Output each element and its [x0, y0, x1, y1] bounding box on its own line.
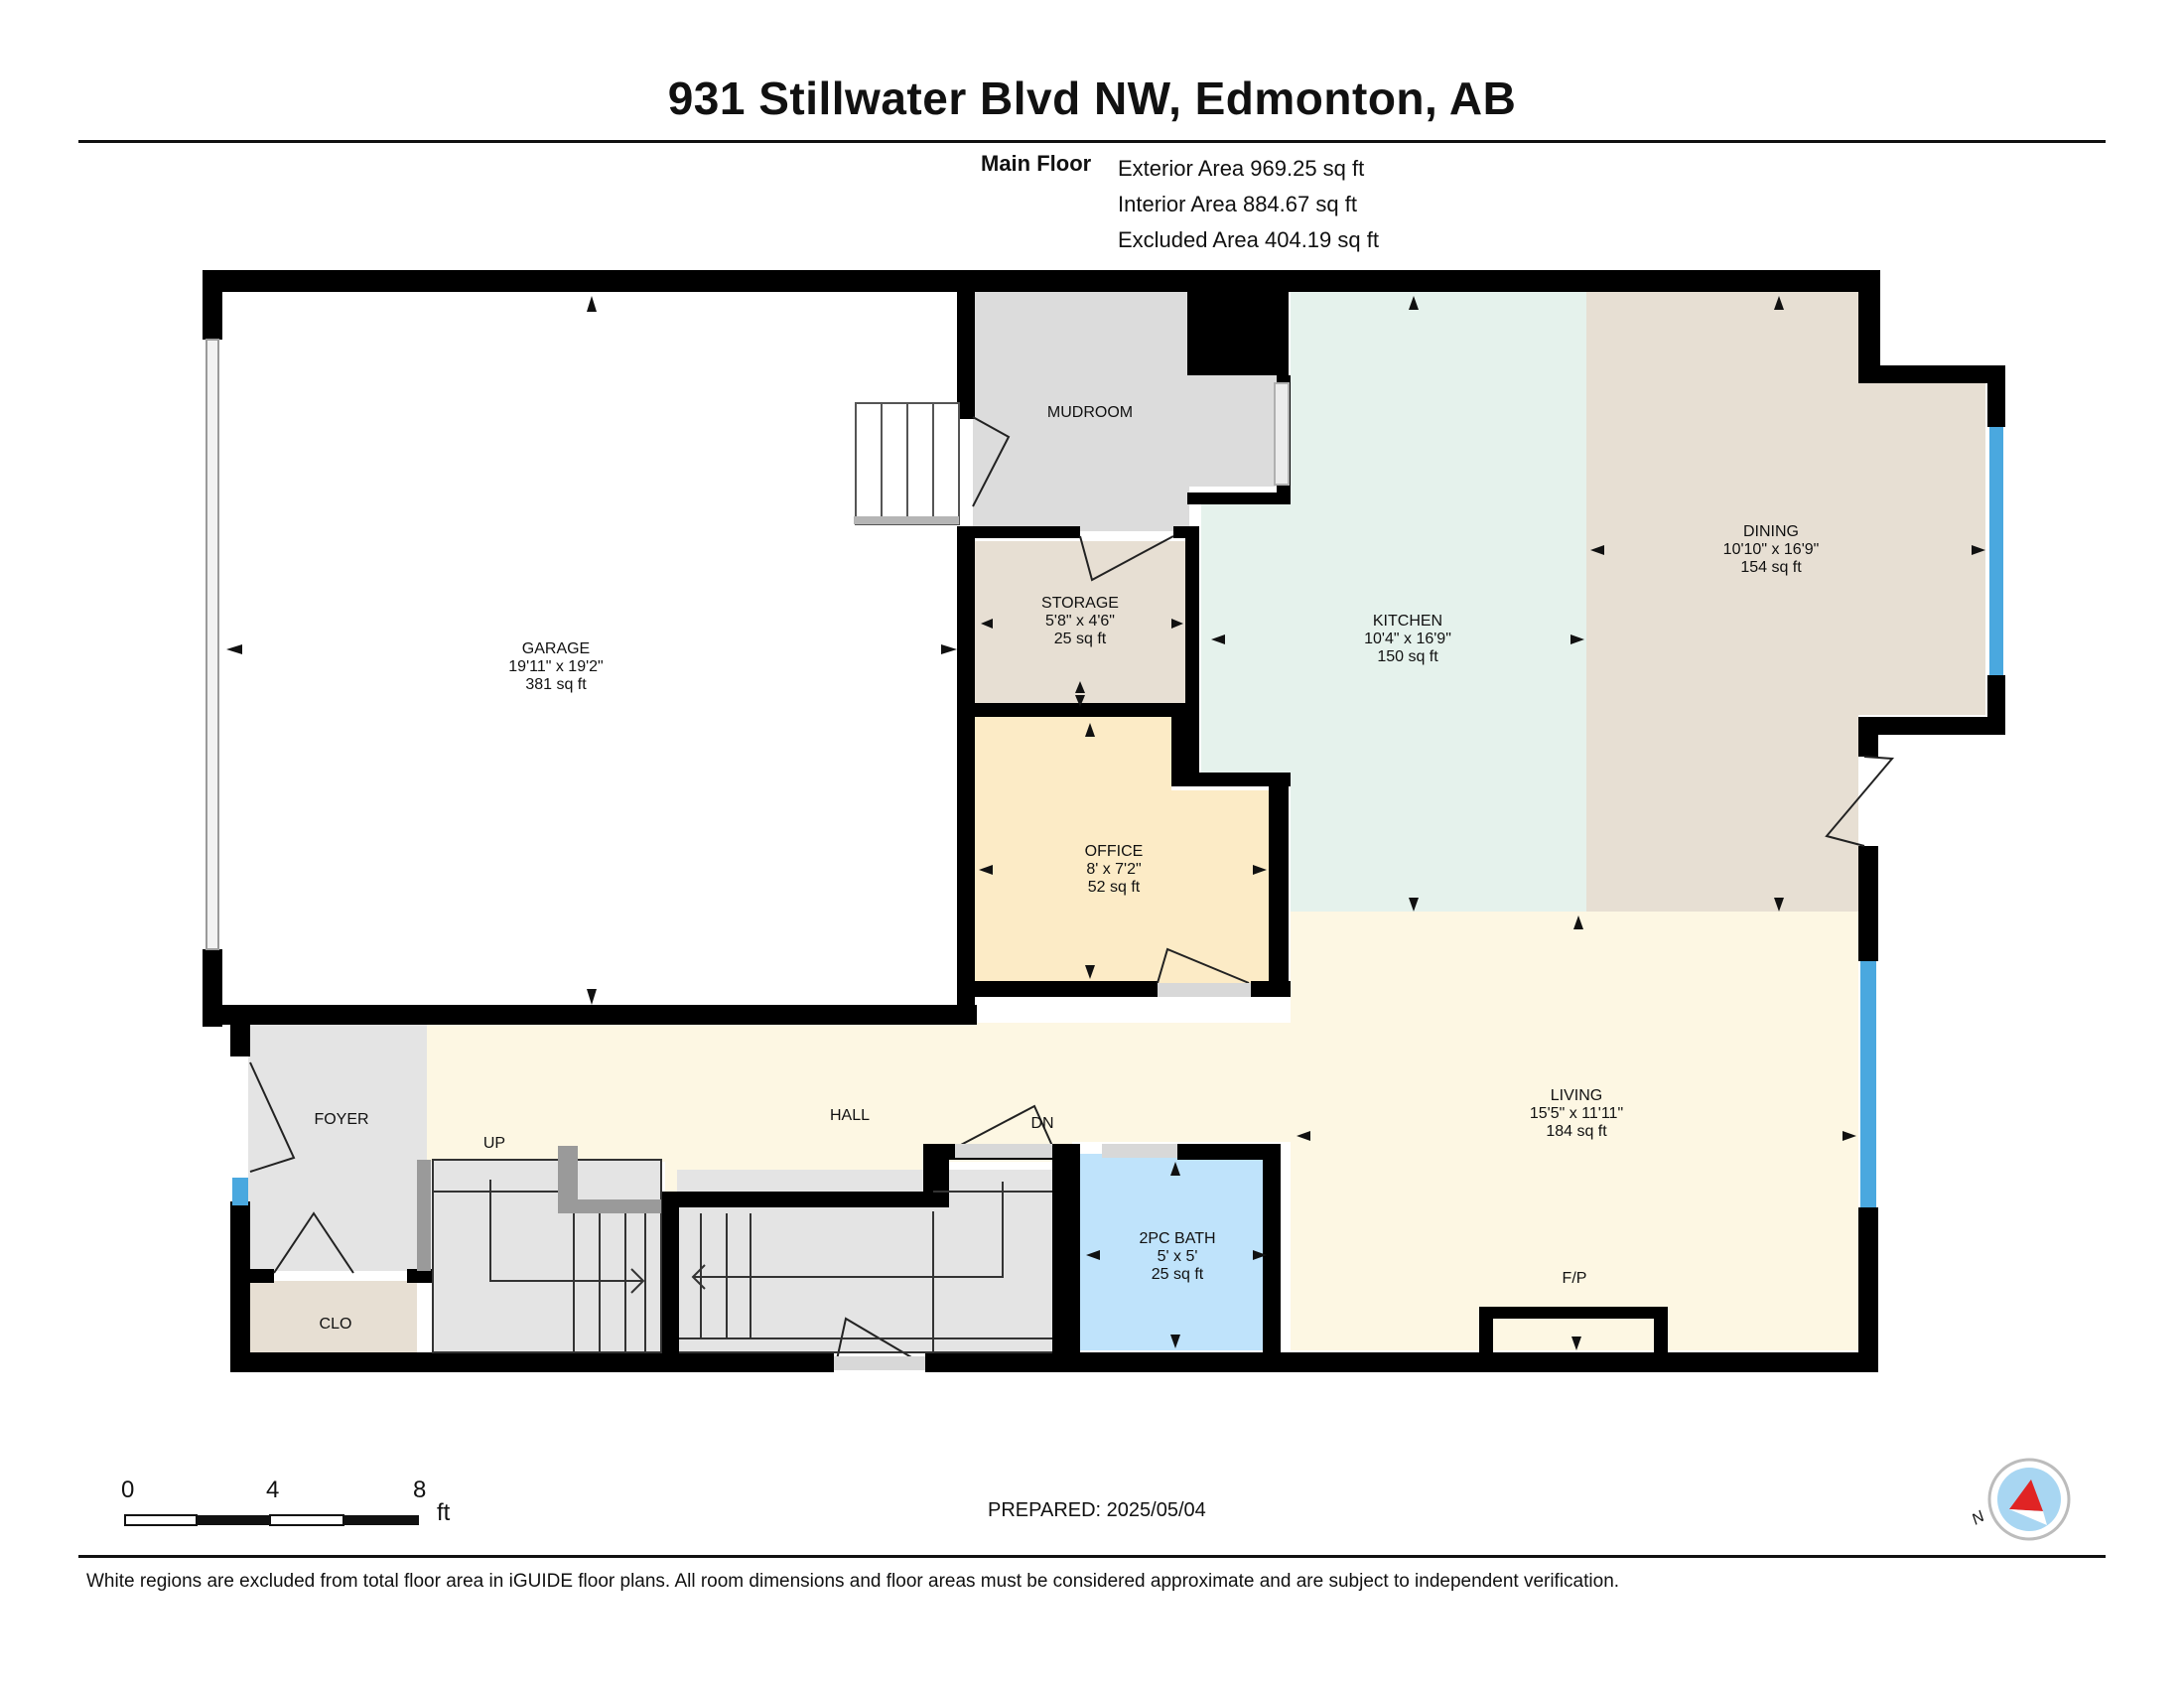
stair-up-label: UP [483, 1135, 505, 1152]
front-door-sill [834, 1356, 925, 1370]
exterior-area: Exterior Area 969.25 sq ft [1118, 156, 1365, 181]
office-area: 52 sq ft [1088, 879, 1141, 896]
storage-dims: 5'8" x 4'6" [1045, 613, 1115, 630]
scale-tick-0: 0 [121, 1477, 135, 1503]
hall-door-sill [955, 1144, 1052, 1158]
stair-rail-2 [558, 1146, 578, 1213]
interior-area: Interior Area 884.67 sq ft [1118, 192, 1357, 216]
floor-label: Main Floor [981, 151, 1092, 176]
office-door-sill [1158, 983, 1251, 997]
garage-area: 381 sq ft [525, 676, 587, 693]
kitchen-name: KITCHEN [1373, 613, 1442, 630]
storage-fill [975, 541, 1185, 705]
living-dims: 15'5" x 11'11" [1530, 1105, 1623, 1122]
foyer-fill [248, 1023, 427, 1271]
bath-name: 2PC BATH [1139, 1230, 1215, 1247]
stair-down-label: DN [1030, 1115, 1053, 1132]
bottom-rule [78, 1555, 2106, 1558]
kitchen-fill [1201, 290, 1586, 912]
top-rule [78, 140, 2106, 143]
bath-fill [1080, 1154, 1279, 1350]
scale-tick-4: 4 [266, 1477, 280, 1503]
living-area: 184 sq ft [1546, 1123, 1607, 1140]
mudroom-name: MUDROOM [1047, 404, 1133, 421]
living-fill [1291, 912, 1858, 1350]
mudroom-fill [973, 290, 1281, 531]
dining-area: 154 sq ft [1740, 559, 1802, 576]
hall-name: HALL [830, 1107, 870, 1124]
disclaimer: White regions are excluded from total fl… [86, 1571, 1620, 1592]
scale-tick-8: 8 [413, 1477, 427, 1503]
fireplace-label: F/P [1563, 1270, 1587, 1287]
bath-dims: 5' x 5' [1158, 1248, 1198, 1265]
area-summary: Exterior Area 969.25 sq ft Interior Area… [1118, 151, 1379, 258]
dining-dims: 10'10" x 16'9" [1723, 541, 1820, 558]
scale-bar [124, 1514, 419, 1526]
garage-fill [216, 290, 963, 1002]
compass-letter: N [1970, 1508, 1988, 1529]
scale-unit: ft [437, 1499, 451, 1526]
mudroom-window [1274, 382, 1290, 486]
foyer-name: FOYER [314, 1111, 368, 1128]
steps-shade [854, 516, 959, 524]
dimension-arrows [226, 296, 1985, 1350]
stair-rail-3 [558, 1199, 661, 1213]
walls [203, 270, 2005, 1372]
closet-fill [250, 1281, 417, 1352]
foyer-window [232, 1178, 248, 1205]
garage-steps [855, 402, 960, 525]
office-name: OFFICE [1085, 843, 1144, 860]
office-dims: 8' x 7'2" [1086, 861, 1141, 878]
garage-name: GARAGE [522, 640, 590, 657]
compass-icon [1987, 1458, 2071, 1541]
garage-dims: 19'11" x 19'2" [508, 658, 603, 675]
page-title: 931 Stillwater Blvd NW, Edmonton, AB [667, 72, 1517, 124]
stairs [432, 1159, 1052, 1353]
kitchen-dims: 10'4" x 16'9" [1364, 631, 1451, 647]
bath-door-sill [1102, 1144, 1177, 1158]
storage-name: STORAGE [1041, 595, 1119, 612]
dining-fill [1586, 290, 1985, 912]
closet-name: CLO [320, 1316, 352, 1333]
stair-up-fill [433, 1160, 661, 1352]
hall-fill [427, 1023, 1291, 1192]
storage-area: 25 sq ft [1054, 631, 1107, 647]
living-window [1860, 961, 1876, 1207]
bath-area: 25 sq ft [1152, 1266, 1204, 1283]
doors [249, 416, 1895, 1365]
garage-door [205, 339, 219, 950]
living-name: LIVING [1551, 1087, 1602, 1104]
office-fill [975, 717, 1269, 983]
kitchen-area: 150 sq ft [1377, 648, 1438, 665]
dining-window [1989, 427, 2003, 675]
dining-name: DINING [1743, 523, 1799, 540]
excluded-area: Excluded Area 404.19 sq ft [1118, 227, 1379, 252]
prepared-date: PREPARED: 2025/05/04 [988, 1499, 1206, 1521]
stair-rail [417, 1160, 431, 1271]
